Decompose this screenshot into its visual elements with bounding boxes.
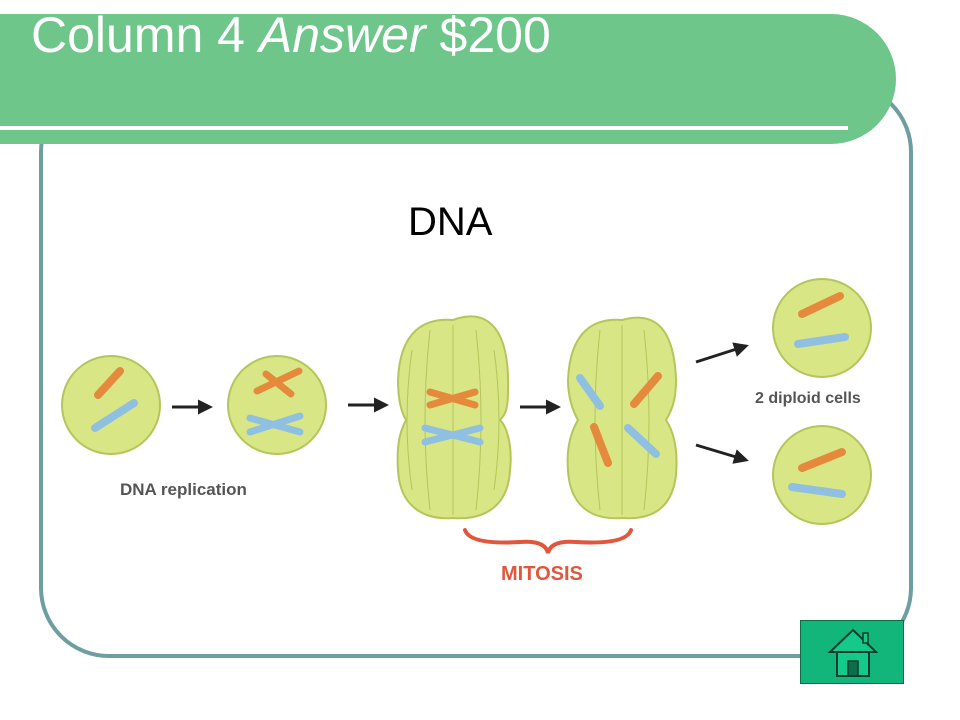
chromosome-orange (94, 367, 124, 399)
title-amount: $200 (425, 7, 551, 63)
arrow-up (695, 342, 749, 364)
cell-anaphase (566, 316, 678, 520)
banner-underline (0, 126, 848, 130)
cell-metaphase (396, 315, 512, 520)
daughter-cell-top (772, 278, 872, 378)
home-icon (827, 628, 879, 677)
slide-title: Column 4 Answer $200 (31, 8, 551, 63)
daughter-cell-bottom (772, 425, 872, 525)
label-mitosis: MITOSIS (501, 563, 583, 585)
cell-initial (61, 355, 161, 455)
arrow-down (695, 443, 749, 464)
answer-text: DNA (408, 200, 493, 244)
chromosome-blue (91, 399, 138, 432)
home-button[interactable] (800, 620, 904, 684)
title-column: Column 4 (31, 7, 259, 63)
title-answer-word: Answer (258, 7, 426, 63)
mitosis-diagram: DNA replication MITOSIS 2 diploid cells (61, 278, 872, 585)
label-dna-replication: DNA replication (120, 480, 247, 499)
cell-replicated (227, 355, 327, 455)
mitosis-brace (463, 528, 633, 554)
title-banner (0, 14, 896, 144)
label-diploid-cells: 2 diploid cells (755, 390, 861, 407)
